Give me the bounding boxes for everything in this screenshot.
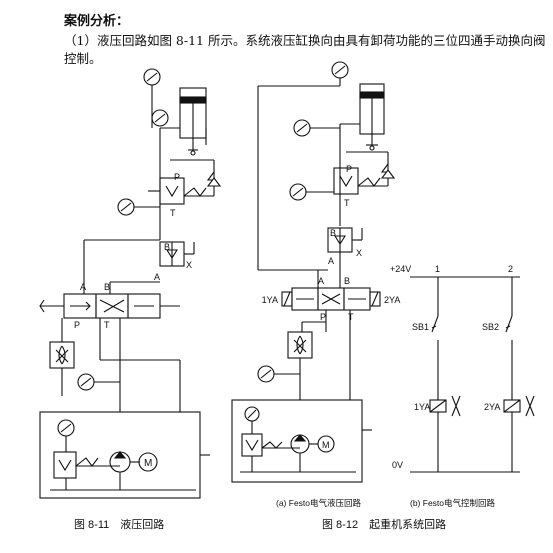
fig812-solenoid-right-label: 2YA	[384, 295, 400, 305]
fig812-throttle-valve	[287, 331, 313, 400]
fig811-relief-valve	[53, 451, 120, 479]
figure-8-12b: +24V 0V 1 2 SB1 SB2 1YA 2YA	[390, 264, 535, 473]
fig812-valve-label-A: A	[318, 276, 324, 286]
fig812-valve-label-T: T	[348, 312, 354, 322]
electric-switch-sb2: SB2	[482, 315, 514, 340]
fig812-sub-b-caption: (b) Festo电气控制回路	[410, 498, 496, 508]
fig812-counterbalance-valve: P T	[333, 151, 396, 208]
electric-sb1-label: SB1	[412, 322, 429, 332]
fig811-pressure-gauge-2	[151, 109, 169, 127]
electric-switch-sb1: SB1	[412, 315, 440, 340]
fig811-pressure-gauge-5	[57, 419, 75, 452]
fig812-label-B: B	[330, 228, 336, 238]
fig812-pressure-gauge-top	[331, 61, 349, 86]
fig811-label-B: B	[164, 242, 170, 252]
fig812-sub-a-caption: (a) Festo电气液压回路	[276, 498, 362, 508]
electric-coil2-label: 2YA	[484, 402, 500, 412]
fig811-label-A: A	[154, 272, 160, 282]
fig812-valve-label-B: B	[344, 276, 350, 286]
paragraph-line-2: 控制。	[64, 51, 102, 66]
fig812-check-valve: B X A	[327, 227, 363, 266]
figure-8-12a: P T B X A	[231, 61, 401, 483]
electric-coil1-label: 1YA	[414, 402, 430, 412]
fig812-label-X: X	[356, 248, 362, 258]
electric-ground-label: 0V	[392, 460, 403, 470]
fig811-pressure-gauge-4	[77, 318, 121, 412]
fig812-pump	[290, 434, 318, 454]
figure-8-11: P T B X A A B P T	[39, 68, 222, 499]
fig811-pump	[109, 451, 140, 473]
fig811-label-P: P	[174, 172, 180, 182]
fig811-valve-label-T: T	[104, 320, 110, 330]
fig812-valve-label-P: P	[320, 312, 326, 322]
fig812-solenoid-left-label: 1YA	[262, 295, 278, 305]
fig811-label-T: T	[170, 208, 176, 218]
fig812-cylinder	[340, 83, 385, 151]
electric-line1-label: 1	[435, 264, 440, 274]
fig811-valve-label-B: B	[104, 282, 110, 292]
fig812-pressure-gauge-2	[293, 119, 340, 137]
fig812-solenoid-valve: 1YA 2YA A B P T	[262, 276, 401, 322]
fig811-counterbalance-valve: P T	[148, 159, 222, 218]
fig812-pressure-gauge-5	[244, 406, 260, 434]
fig812-label-P: P	[346, 164, 352, 174]
fig812-pressure-gauge-3	[289, 183, 334, 201]
fig812-motor-label: M	[322, 440, 330, 450]
fig812-pressure-gauge-4	[257, 365, 300, 383]
fig811-caption: 图 8-11 液压回路	[74, 517, 164, 531]
electric-supply-label: +24V	[390, 264, 411, 274]
fig811-directional-valve: A B P T	[39, 282, 180, 330]
electric-coil-2ya: 2YA	[484, 395, 535, 417]
fig812-label-T: T	[344, 198, 350, 208]
fig811-pressure-gauge-3	[117, 198, 160, 216]
electric-line2-label: 2	[508, 264, 513, 274]
electric-coil-1ya: 1YA	[414, 395, 461, 417]
fig811-valve-label-A: A	[80, 282, 86, 292]
paragraph-line-1: （1）液压回路如图 8-11 所示。系统液压缸换向由具有卸荷功能的三位四通手动换…	[64, 33, 546, 48]
fig812-motor: M	[317, 435, 335, 453]
fig811-motor-label: M	[144, 458, 152, 469]
electric-sb2-label: SB2	[482, 322, 499, 332]
section-heading: 案例分析：	[64, 14, 130, 29]
fig811-cylinder	[160, 87, 207, 156]
fig811-valve-label-P: P	[74, 320, 80, 330]
fig811-throttle-valve	[49, 318, 75, 396]
fig812-caption: 图 8-12 起重机系统回路	[322, 517, 446, 531]
fig811-check-valve: B X A	[154, 241, 195, 282]
fig812-label-A: A	[328, 256, 334, 266]
fig811-label-X: X	[186, 260, 192, 270]
fig811-motor: M	[138, 452, 158, 472]
